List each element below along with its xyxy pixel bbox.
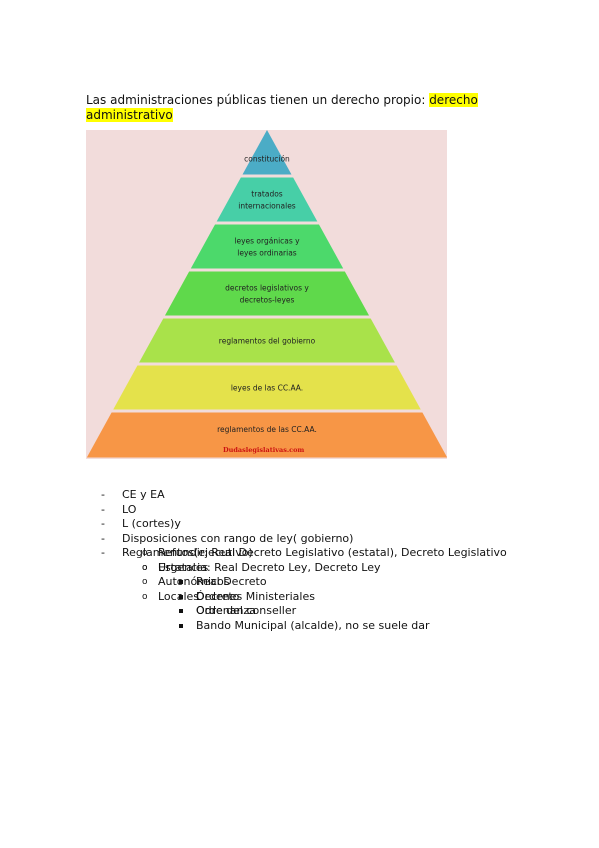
pyramid-tier-label: reglamentos de las CC.AA. [217, 425, 317, 434]
subsublist-item-text: Odre del conseller [196, 604, 297, 617]
square-bullet-icon [179, 594, 183, 599]
pyramid-tier-6 [113, 365, 421, 410]
circle-marker: o [142, 577, 148, 587]
square-bullet-icon [179, 623, 183, 628]
subsublist-item-text: Órdenes Ministeriales [196, 589, 315, 603]
pyramid-tier-label: tratados [251, 190, 283, 199]
list-item-text: Disposiciones con rango de ley( gobierno… [122, 531, 354, 545]
dash-marker: - [101, 531, 105, 545]
circle-marker: o [142, 591, 148, 602]
pyramid-tier-7 [86, 412, 447, 458]
sublist-item-text: Refundir: Real Decreto Legislativo (esta… [158, 546, 507, 559]
dash-marker: - [101, 488, 105, 501]
pyramid-tier-label: leyes orgánicas y [234, 237, 300, 246]
pyramid-tier-5 [139, 318, 395, 363]
list-item-text: LO [122, 502, 137, 516]
subsublist-item-text: Decreto [196, 589, 240, 603]
list-item-text: CE y EA [122, 488, 165, 501]
pyramid-tier-2 [216, 177, 318, 222]
circle-marker: o [142, 562, 148, 573]
pyramid-tier-4 [164, 271, 370, 316]
subsublist-item-text: Bando Municipal (alcalde), no se suele d… [196, 618, 430, 632]
pyramid-tier-label: decretos-leyes [240, 296, 295, 305]
sublist-item-text: Locales [158, 589, 200, 603]
sublist-item: o Refundir: Real Decreto Legislativo (est… [142, 546, 507, 561]
pyramid-tier-label: constitución [244, 154, 290, 163]
sublist-item-text: Autonómicos [158, 575, 230, 588]
sublist-item: o Autonómicos Decreto Odre del conseller [142, 575, 296, 617]
sublist-item-text: Estatales [158, 560, 209, 574]
sublist-item: o Estatales Real Decreto Órdenes Minister… [142, 560, 315, 603]
list-item: - LO [101, 503, 353, 518]
pyramid-tier-1 [242, 130, 292, 175]
subsublist-item: Real Decreto [176, 575, 315, 590]
dash-marker: - [101, 517, 105, 530]
pyramid-tier-label: decretos legislativos y [225, 284, 309, 293]
circle-marker: o [142, 548, 148, 558]
sublist-item: o Locales Ordenanza Bando Municipal (alca… [142, 589, 430, 632]
dash-marker: - [101, 502, 105, 516]
pyramid-watermark: Dudaslegislativas.com [223, 446, 304, 454]
sublist: o Estatales Real Decreto Órdenes Minister… [142, 560, 430, 632]
subsublist-item-text: Ordenanza [196, 604, 256, 617]
pyramid-tier-label: leyes ordinarias [237, 249, 297, 258]
sublist-item-text: Urgencia: Real Decreto Ley, Decreto Ley [158, 560, 381, 574]
subsublist-item: Bando Municipal (alcalde), no se suele d… [176, 619, 430, 634]
sublist-item: o Urgencia: Real Decreto Ley, Decreto Ley [142, 561, 507, 576]
square-bullet-icon [179, 609, 183, 613]
list-item-text: L (cortes)y [122, 517, 181, 530]
subsublist-item-text: Real Decreto [196, 575, 267, 588]
kelsen-pyramid-image: constitución tratados internacionales leyes… [86, 130, 447, 459]
pyramid-tier-3 [190, 224, 344, 269]
subsublist-item: Ordenanza [176, 604, 430, 619]
subsublist: Ordenanza Bando Municipal (alcalde), no … [176, 604, 430, 633]
subsublist-item: Decreto [176, 590, 296, 605]
list-item-text: Reglamentos(ejecutivo) [122, 546, 253, 559]
list-item: - Disposiciones con rango de ley( gobiern… [101, 531, 507, 574]
dash-marker: - [101, 546, 105, 559]
pyramid-tier-label: internacionales [238, 202, 296, 211]
list-item: - CE y EA [101, 488, 353, 503]
pyramid-tier-label: leyes de las CC.AA. [231, 384, 303, 393]
legal-sources-list: - CE y EA - LO - L (cortes)y - Disposiciones… [101, 488, 507, 632]
list-item: - L (cortes)y [101, 517, 353, 532]
circle-marker: o [142, 562, 148, 573]
pyramid-tier-label: reglamentos del gobierno [219, 337, 316, 346]
pyramid-svg: constitución tratados internacionales leyes… [86, 130, 447, 458]
intro-paragraph: Las administraciones públicas tienen un … [86, 93, 486, 123]
square-bullet-icon [179, 580, 183, 584]
sublist: o Refundir: Real Decreto Legislativo (est… [142, 546, 507, 575]
intro-text: Las administraciones públicas tienen un … [86, 93, 430, 107]
